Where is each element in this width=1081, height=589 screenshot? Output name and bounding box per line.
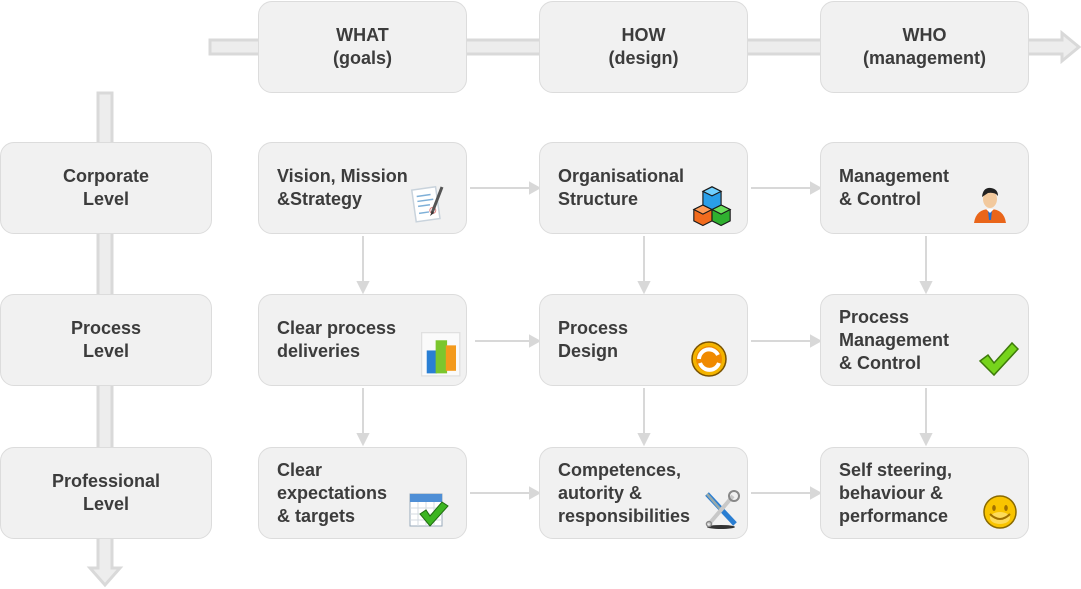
column-header-label: WHO (management) [862,25,987,68]
cubes-icon [692,186,732,227]
manager-person-icon [974,187,1006,223]
row-header-process: Process Level [0,294,212,386]
cell-management-control: Management & Control [820,142,1029,234]
cell-text: Self steering, behaviour & performance [839,459,953,526]
refresh-cycle-icon [691,341,727,377]
cell-clear-process-deliveries: Clear process deliveries [258,294,467,386]
cell-organisational-structure: Organisational Structure [539,142,748,234]
column-header-label: WHAT (goals) [332,25,392,68]
cell-process-design: Process Design [539,294,748,386]
row-header-professional: Professional Level [0,447,212,539]
cell-text: Process Design [558,318,629,361]
cell-text: Process Management & Control [839,306,950,373]
cell-competences-autority-responsibilities: Competences, autority & responsibilities [539,447,748,539]
cell-vision-mission-strategy: Vision, Mission &Strategy [258,142,467,234]
smiley-icon [983,495,1017,529]
bar-chart-icon [421,332,461,377]
column-header-label: HOW (design) [608,25,679,68]
document-pen-icon [410,185,444,223]
cell-clear-expectations-targets: Clear expectations & targets [258,447,467,539]
row-header-label: Professional Level [51,471,161,514]
cell-self-steering-behaviour-performance: Self steering, behaviour & performance [820,447,1029,539]
column-header-who: WHO (management) [820,1,1029,93]
tools-icon [705,490,740,529]
column-header-how: HOW (design) [539,1,748,93]
row-header-corporate: Corporate Level [0,142,212,234]
column-header-what: WHAT (goals) [258,1,467,93]
row-header-label: Corporate Level [62,166,149,209]
cell-text: Vision, Mission &Strategy [277,166,408,209]
cell-text: Clear process deliveries [277,318,397,361]
cell-text: Competences, autority & responsibilities [558,459,691,526]
calendar-check-icon [409,493,449,527]
cell-text: Clear expectations & targets [277,459,388,526]
cell-text: Organisational Structure [558,166,685,209]
checkmark-icon [978,341,1020,377]
cell-process-management-control: Process Management & Control [820,294,1029,386]
row-header-label: Process Level [70,318,142,361]
cell-text: Management & Control [839,166,950,209]
